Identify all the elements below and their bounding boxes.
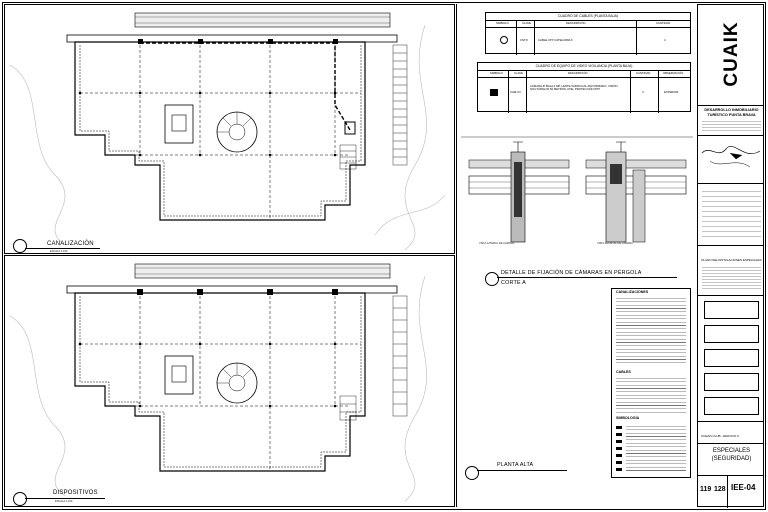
logo-text: CUAIK [721,21,742,87]
sheet-title-line-2: (SEGURIDAD) [711,456,752,462]
building-location: OCEAN CLUB - EDIFICIO A [701,434,739,438]
title-block: CUAIK DESARROLLO INMOBILIARIO TURÍSTICO … [697,4,764,508]
video-header-symbol: SIMBOLO [490,71,503,75]
cables-row-description: CABLE UTP CATEGORIA 6 [538,38,573,42]
notes-cables-title: CABLES [616,370,631,374]
plan-title: PLANTA ALTA [497,462,534,468]
plan-title-marker [465,466,479,480]
plan-dispositivos-drawing [9,263,427,502]
video-row-observation: EXTERIOR [664,90,679,94]
video-row-description: CÁMARA IP BALA 4 MP, LENTE VARIFOCAL MOT… [530,84,618,92]
sheet-total: 128 [714,486,726,493]
plan-description-lines [702,267,761,291]
notes-canalizaciones-text [616,298,686,366]
cables-table-title: CUADRO DE CABLES (PLANTA BAJA) [486,13,690,21]
camera-symbol-icon [490,89,498,96]
view-scale-top: ESCALA 1:100 [50,250,68,253]
cables-header-symbol: SIMBOLO [496,21,509,25]
notes-simbologia-symbols [616,426,622,472]
approval-box-5 [704,397,759,415]
drawing-code: IEE-04 [731,483,756,492]
video-row-quantity: 4 [642,90,644,94]
detail-title: DETALLE DE FIJACIÓN DE CÁMARAS EN PÉRGOL… [501,270,642,276]
middle-column: CUADRO DE CABLES (PLANTA BAJA) SIMBOLO C… [456,4,696,507]
notes-simbologia-title: SIMBOLOGÍA [616,416,640,420]
cables-table: CUADRO DE CABLES (PLANTA BAJA) SIMBOLO C… [485,12,691,55]
approval-box-4 [704,373,759,391]
sheet-title-line-1: ESPECIALES [712,448,751,454]
cables-header-key: CLAVE [522,21,531,25]
revisions-list [702,191,761,241]
detail-title-marker [485,272,499,286]
video-equipment-table: CUADRO DE EQUIPO DE VIDEO VIGILANCIA (PL… [477,62,691,113]
approval-box-1 [704,301,759,319]
view-title-canalizacion: CANALIZACIÓN [47,241,94,247]
video-header-observation: OBSERVACIÓN [663,71,684,75]
cables-header-quantity: CANTIDAD [656,21,671,25]
cable-symbol-icon [500,36,508,44]
detail-title-underline [497,277,677,278]
general-notes-box: CANALIZACIONES CABLES SIMBOLOGÍA [611,288,691,478]
project-title: DESARROLLO INMOBILIARIO TURÍSTICO PUNTA … [704,108,759,117]
plan-panel-canalizacion: CANALIZACIÓN ESCALA 1:100 [4,4,455,254]
sheet-number: 119 [700,486,712,493]
view-title-marker-bottom [13,492,27,506]
plan-name: PLANO IEE-INSTALACIONES ESPECIALES [701,258,762,262]
detail-left-caption: VISTA LATERAL DE CÁMARA [479,242,515,245]
notes-simbologia-text [626,426,686,472]
view-scale-bottom: ESCALA 1:100 [55,500,73,503]
view-title-marker-top [13,239,27,253]
cables-header-description: DESCRIPCIÓN [566,21,586,25]
plan-title-underline [477,470,567,471]
cables-row-quantity: 4 [664,38,666,42]
view-title-underline-top [25,248,100,249]
plan-canalizacion-drawing [9,12,446,251]
video-table-title: CUADRO DE EQUIPO DE VIDEO VIGILANCIA (PL… [478,63,690,71]
video-header-key: CLAVE [514,71,523,75]
view-title-underline-bottom [25,498,105,499]
video-header-quantity: CANTIDAD [636,71,651,75]
notes-canalizaciones-title: CANALIZACIONES [616,290,649,294]
detail-right-caption: VISTA FRONTAL DE CÁMARA [597,242,633,245]
view-title-dispositivos: DISPOSITIVOS [53,490,98,496]
cables-row-key: CNTO [520,38,528,42]
approval-box-3 [704,349,759,367]
notes-cables-text [616,378,686,414]
company-logo: CUAIK [720,13,744,101]
location-map [701,146,761,168]
approval-box-2 [704,325,759,343]
detail-subtitle: CORTE A [501,280,526,286]
video-row-key: CAM-VV [510,90,521,94]
camera-mount-detail-drawing [461,136,693,243]
plan-panel-dispositivos: DISPOSITIVOS ESCALA 1:100 [4,255,455,507]
video-header-description: DESCRIPCIÓN [568,71,588,75]
